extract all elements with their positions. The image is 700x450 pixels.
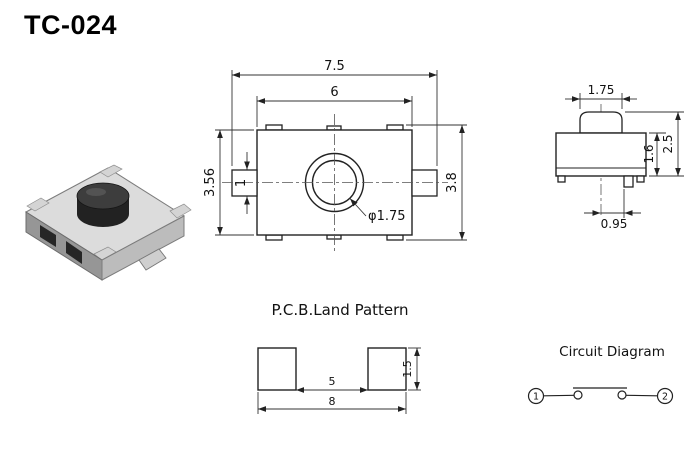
dim-pad-height-text: 1.5	[401, 360, 414, 378]
terminal-1-circle	[527, 387, 545, 405]
corner-crimp	[169, 203, 192, 219]
left-terminal	[231, 169, 258, 197]
side-view-drawing: 1.75 2.5 1.6 0.95	[555, 83, 684, 231]
switch-3d-illustration	[25, 164, 192, 281]
dim-overall-height-text: 3.8	[445, 172, 460, 193]
dim-terminal-offset-text: 0.95	[601, 217, 628, 231]
wire-left	[543, 394, 575, 397]
dim-terminal-height-text: 1	[234, 179, 249, 187]
left-foot	[557, 175, 566, 183]
contact-right	[617, 390, 627, 400]
dim-pad-outer-spacing-text: 8	[329, 395, 336, 408]
dim-button-diameter-leader	[349, 198, 367, 217]
contact-window	[66, 241, 82, 264]
dim-body-height-text: 3.56	[203, 168, 218, 197]
terminal-2-label: 2	[662, 392, 668, 403]
land-pattern-label: P.C.B.Land Pattern	[271, 301, 408, 319]
terminal-2-circle	[656, 387, 674, 405]
dim-button-width-text: 1.75	[588, 83, 615, 97]
switch-body-profile	[555, 132, 647, 177]
dim-terminal-offset	[584, 189, 641, 218]
button-top	[76, 182, 130, 210]
right-terminal	[411, 169, 438, 197]
dim-button-width	[565, 93, 637, 109]
terminal-1-label: 1	[533, 392, 539, 403]
button-highlight	[86, 188, 106, 196]
left-pad	[257, 347, 297, 391]
switch-side-face	[101, 215, 185, 281]
dim-body-height	[215, 129, 254, 236]
dim-overall-width	[231, 70, 438, 166]
contact-left	[573, 390, 583, 400]
dim-overall-width-text: 7.5	[324, 59, 345, 74]
wire-right	[625, 394, 658, 397]
dim-body-width	[256, 96, 413, 127]
dim-body-height-side-text: 1.6	[642, 144, 656, 163]
button-profile	[579, 111, 623, 134]
part-number-title: TC-024	[24, 10, 118, 40]
pcb-land-pattern-section: P.C.B.Land Pattern 5 8 1.5	[257, 301, 421, 414]
dim-button-diameter-text: φ1.75	[368, 209, 406, 224]
dim-total-height	[625, 111, 684, 177]
dim-pad-inner-spacing-text: 5	[329, 375, 336, 388]
corner-crimp	[26, 197, 50, 212]
dim-total-height-text: 2.5	[661, 134, 675, 153]
circuit-diagram-label: Circuit Diagram	[559, 344, 665, 360]
terminal-tab	[138, 248, 167, 271]
dim-pad-outer-spacing	[257, 392, 407, 414]
dim-overall-height	[406, 124, 467, 241]
corner-crimp	[99, 164, 123, 178]
top-view-drawing: 7.5 6 3.56 1 3.8 φ1.75	[203, 59, 467, 251]
right-foot	[636, 175, 645, 183]
contact-window	[40, 225, 56, 247]
right-pad	[367, 347, 407, 391]
circuit-diagram-section: Circuit Diagram 1 2	[527, 344, 674, 405]
dim-body-width-text: 6	[330, 85, 338, 100]
dim-body-height-side	[649, 132, 666, 176]
dim-pad-height	[408, 347, 421, 391]
terminal-pin	[623, 175, 634, 188]
